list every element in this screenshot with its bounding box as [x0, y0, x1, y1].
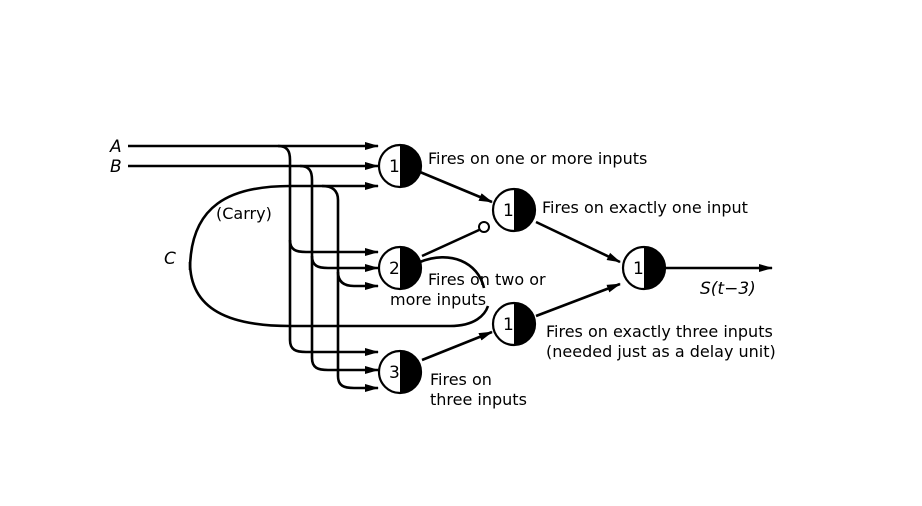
carry-label: (Carry) [216, 204, 272, 223]
neuron-threshold: 1 [633, 259, 644, 279]
neuron-filled-half [400, 351, 421, 393]
wire-three-to-delay [421, 330, 493, 362]
neuron-delay: 1 [491, 301, 537, 347]
neuron-delay-label-1: Fires on exactly three inputs [546, 322, 773, 341]
wire-carry-to-three [336, 272, 379, 392]
neuron-filled-half [400, 145, 421, 187]
input-a-label: A [109, 137, 122, 157]
neuron-delay-label-2: (needed just as a delay unit) [546, 342, 776, 361]
neuron-threshold: 3 [389, 363, 400, 383]
input-c-label: C [164, 249, 176, 269]
neuron-two-label-2: more inputs [390, 290, 486, 309]
wire-two-carry-out [419, 256, 486, 289]
carry-loop [188, 261, 490, 328]
inhibitory-wire-two-to-xor [421, 228, 480, 258]
neuron-three-label-2: three inputs [430, 390, 527, 409]
neuron-filled-half [400, 247, 421, 289]
neuron-or-label: Fires on one or more inputs [428, 149, 647, 168]
wire-a-to-two [277, 144, 379, 256]
neuron-filled-half [514, 303, 535, 345]
neuron-threshold: 1 [503, 315, 514, 335]
inhibitory-terminal-icon [478, 221, 490, 233]
neuron-xor-label: Fires on exactly one input [542, 198, 748, 217]
wire-delay-to-out [535, 282, 621, 318]
wire-carry-to-two [321, 184, 379, 290]
output-label: S(t−3) [700, 279, 756, 299]
wire-xor-to-out [535, 220, 621, 264]
neuron-two: 2 [377, 245, 423, 291]
wire-a-to-three [288, 240, 379, 356]
neuron-threshold: 1 [503, 201, 514, 221]
neuron-out: 1 [621, 245, 667, 291]
neuron-threshold: 1 [389, 157, 400, 177]
wire-or-to-xor [419, 170, 493, 204]
neuron-xor: 1 [491, 187, 537, 233]
neuron-filled-half [514, 189, 535, 231]
neuron-two-label-1: Fires on two or [428, 270, 546, 289]
wire-carry-to-or [188, 182, 379, 271]
neuron-three: 3 [377, 349, 423, 395]
neuron-filled-half [644, 247, 665, 289]
wire-b-to-three [310, 256, 379, 374]
input-b-label: B [110, 157, 122, 177]
neuron-threshold: 2 [389, 259, 400, 279]
neuron-three-label-1: Fires on [430, 370, 492, 389]
neuron-or: 1 [377, 143, 423, 189]
